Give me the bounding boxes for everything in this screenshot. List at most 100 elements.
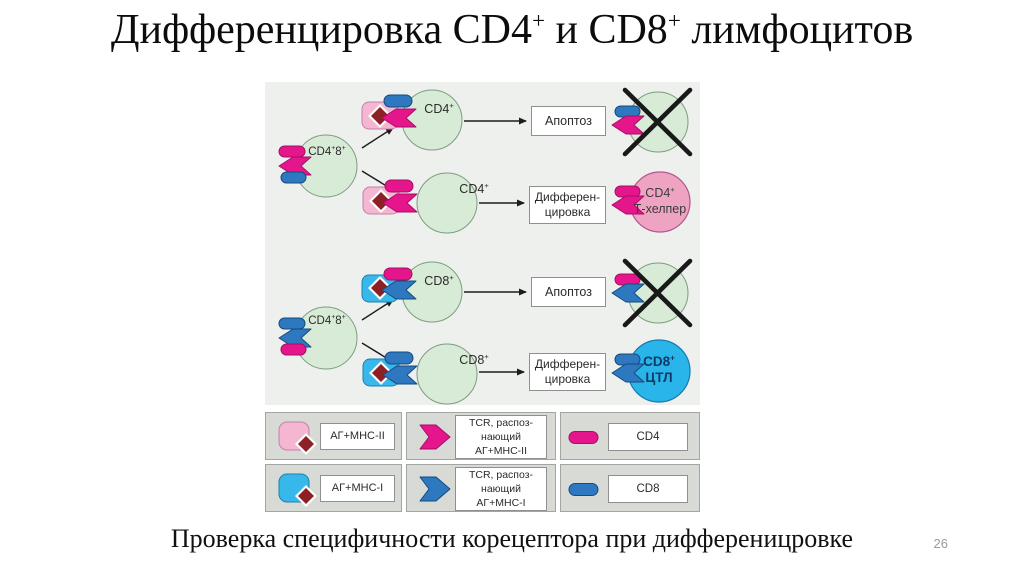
tcr-chevron-icon [382, 365, 418, 385]
caption: Проверка специфичности корецептора при д… [170, 524, 854, 553]
title-superscript: + [667, 7, 681, 33]
tcr2-chevron-icon [419, 424, 451, 450]
legend-label-cd4: CD4 [608, 423, 688, 451]
label-text: CD8 [424, 274, 450, 288]
apoptosis-box-2: Апоптоз [531, 277, 606, 307]
cross-line [622, 87, 693, 157]
dp-cell-1 [294, 134, 358, 198]
apoptosis-box-1: Апоптоз [531, 106, 606, 136]
cd4-capsule-icon [568, 431, 599, 444]
cd8-capsule-icon [614, 105, 641, 118]
tcr-chevron-icon [611, 115, 645, 135]
cross-line [622, 258, 693, 328]
legend-cell-mhc2: АГ+МНС-II [265, 412, 402, 460]
tcr-chevron-icon [611, 363, 645, 383]
label-text: TCR, распоз- [468, 469, 534, 481]
tcr-chevron-icon [381, 108, 417, 128]
label-text: CD4 [424, 102, 450, 116]
cd8-capsule-icon [568, 483, 599, 496]
branch-cell-1a-label: CD4+ [415, 102, 463, 116]
ctl-label: CD8+ЦТЛ [628, 354, 690, 386]
t-helper-label: CD4+ Т-хелпер [628, 185, 692, 217]
cd4-capsule-icon [568, 431, 599, 444]
cd8-capsule-icon [278, 317, 306, 330]
cross-mark-2 [622, 258, 693, 328]
label-superscript: + [331, 314, 336, 322]
label-text: CD4 [308, 315, 332, 327]
antigen-diamond-icon [371, 107, 389, 125]
label-superscript: + [484, 351, 489, 361]
differentiation-box-2: Дифферен-цировка [529, 353, 606, 391]
cd4-capsule-icon [614, 273, 641, 286]
antigen-diamond-icon [372, 364, 390, 382]
mhc2-antigen-icon [278, 421, 317, 455]
cd8-capsule-icon [383, 94, 413, 108]
cd4-capsule-icon [384, 179, 414, 193]
mhc2-complex-with-cd8 [361, 94, 417, 130]
legend-cell-cd4: CD4 [560, 412, 700, 460]
label-text: CD4 [308, 146, 332, 158]
title-text: и CD8 [544, 7, 668, 53]
label-superscript: + [484, 180, 489, 190]
cd4-capsule-icon [383, 267, 413, 281]
label-superscript: + [341, 145, 346, 153]
cd4-capsule-icon [278, 145, 306, 158]
label-text: Дифферен- [534, 357, 601, 371]
t-helper-receptors [611, 185, 645, 215]
mhc2-complex-with-cd4 [362, 179, 418, 215]
tcr1-chevron-icon [419, 476, 451, 502]
dp-cell-2-label: CD4+8+ [298, 314, 356, 327]
tcr-chevron-icon [382, 193, 418, 213]
branch-cell-1b [416, 172, 478, 234]
label-text: АГ+МНС-II [474, 444, 528, 457]
diagram-panel: CD4+8+ CD4+ CD4+ Апоптоз Дифферен-цировк… [265, 82, 700, 405]
tcr-chevron-icon [611, 283, 645, 303]
tcr-chevron-icon [419, 476, 451, 502]
antigen-diamond-icon [298, 436, 314, 452]
branch-cell-1b-label: CD4+ [448, 182, 500, 196]
differentiation-box-1: Дифферен-цировка [529, 186, 606, 224]
tcr-chevron-icon [419, 424, 451, 450]
label-text: 8 [335, 146, 342, 158]
label-text: CD4 [459, 182, 485, 196]
legend-cell-cd8: CD8 [560, 464, 700, 512]
cd8-capsule-icon [384, 351, 414, 365]
dp-cell-1-label: CD4+8+ [298, 145, 356, 158]
label-text: ЦТЛ [645, 370, 673, 385]
label-superscript: + [670, 184, 675, 194]
branch-cell-2b [416, 343, 478, 405]
title-text: Дифференцировка CD4 [110, 7, 532, 53]
mhc1-complex-with-cd8 [362, 351, 418, 387]
label-superscript: + [449, 272, 454, 282]
tcr-chevron-icon [381, 280, 417, 300]
label-superscript: + [341, 314, 346, 322]
cd4-capsule-icon [280, 343, 307, 356]
label-text: нающий [481, 430, 521, 443]
antigen-diamond-icon [372, 192, 390, 210]
legend-cell-mhc1: АГ+МНС-I [265, 464, 402, 512]
dp-cell-1-receptors [278, 145, 312, 184]
cd8-capsule-icon [568, 483, 599, 496]
label-text: Дифферен- [534, 190, 601, 204]
branch-cell-2a-label: CD8+ [415, 274, 463, 288]
label-text: Т-хелпер [633, 202, 687, 216]
antigen-diamond-icon [371, 279, 389, 297]
legend-label-mhc1: АГ+МНС-I [320, 475, 395, 502]
legend-label-mhc2: АГ+МНС-II [320, 423, 395, 450]
label-text: CD4 [645, 186, 671, 200]
branch-cell-2b-label: CD8+ [448, 353, 500, 367]
label-superscript: + [331, 145, 336, 153]
label-text: нающий [481, 482, 521, 495]
title-superscript: + [531, 7, 545, 33]
label-text: CD8 [643, 354, 671, 369]
slide-title: Дифференцировка CD4+ и CD8+ лимфоцитов [0, 6, 1024, 54]
legend-label-cd8: CD8 [608, 475, 688, 503]
antigen-diamond-icon [298, 488, 314, 504]
label-text: цировка [544, 372, 591, 386]
title-text: лимфоцитов [680, 7, 914, 53]
